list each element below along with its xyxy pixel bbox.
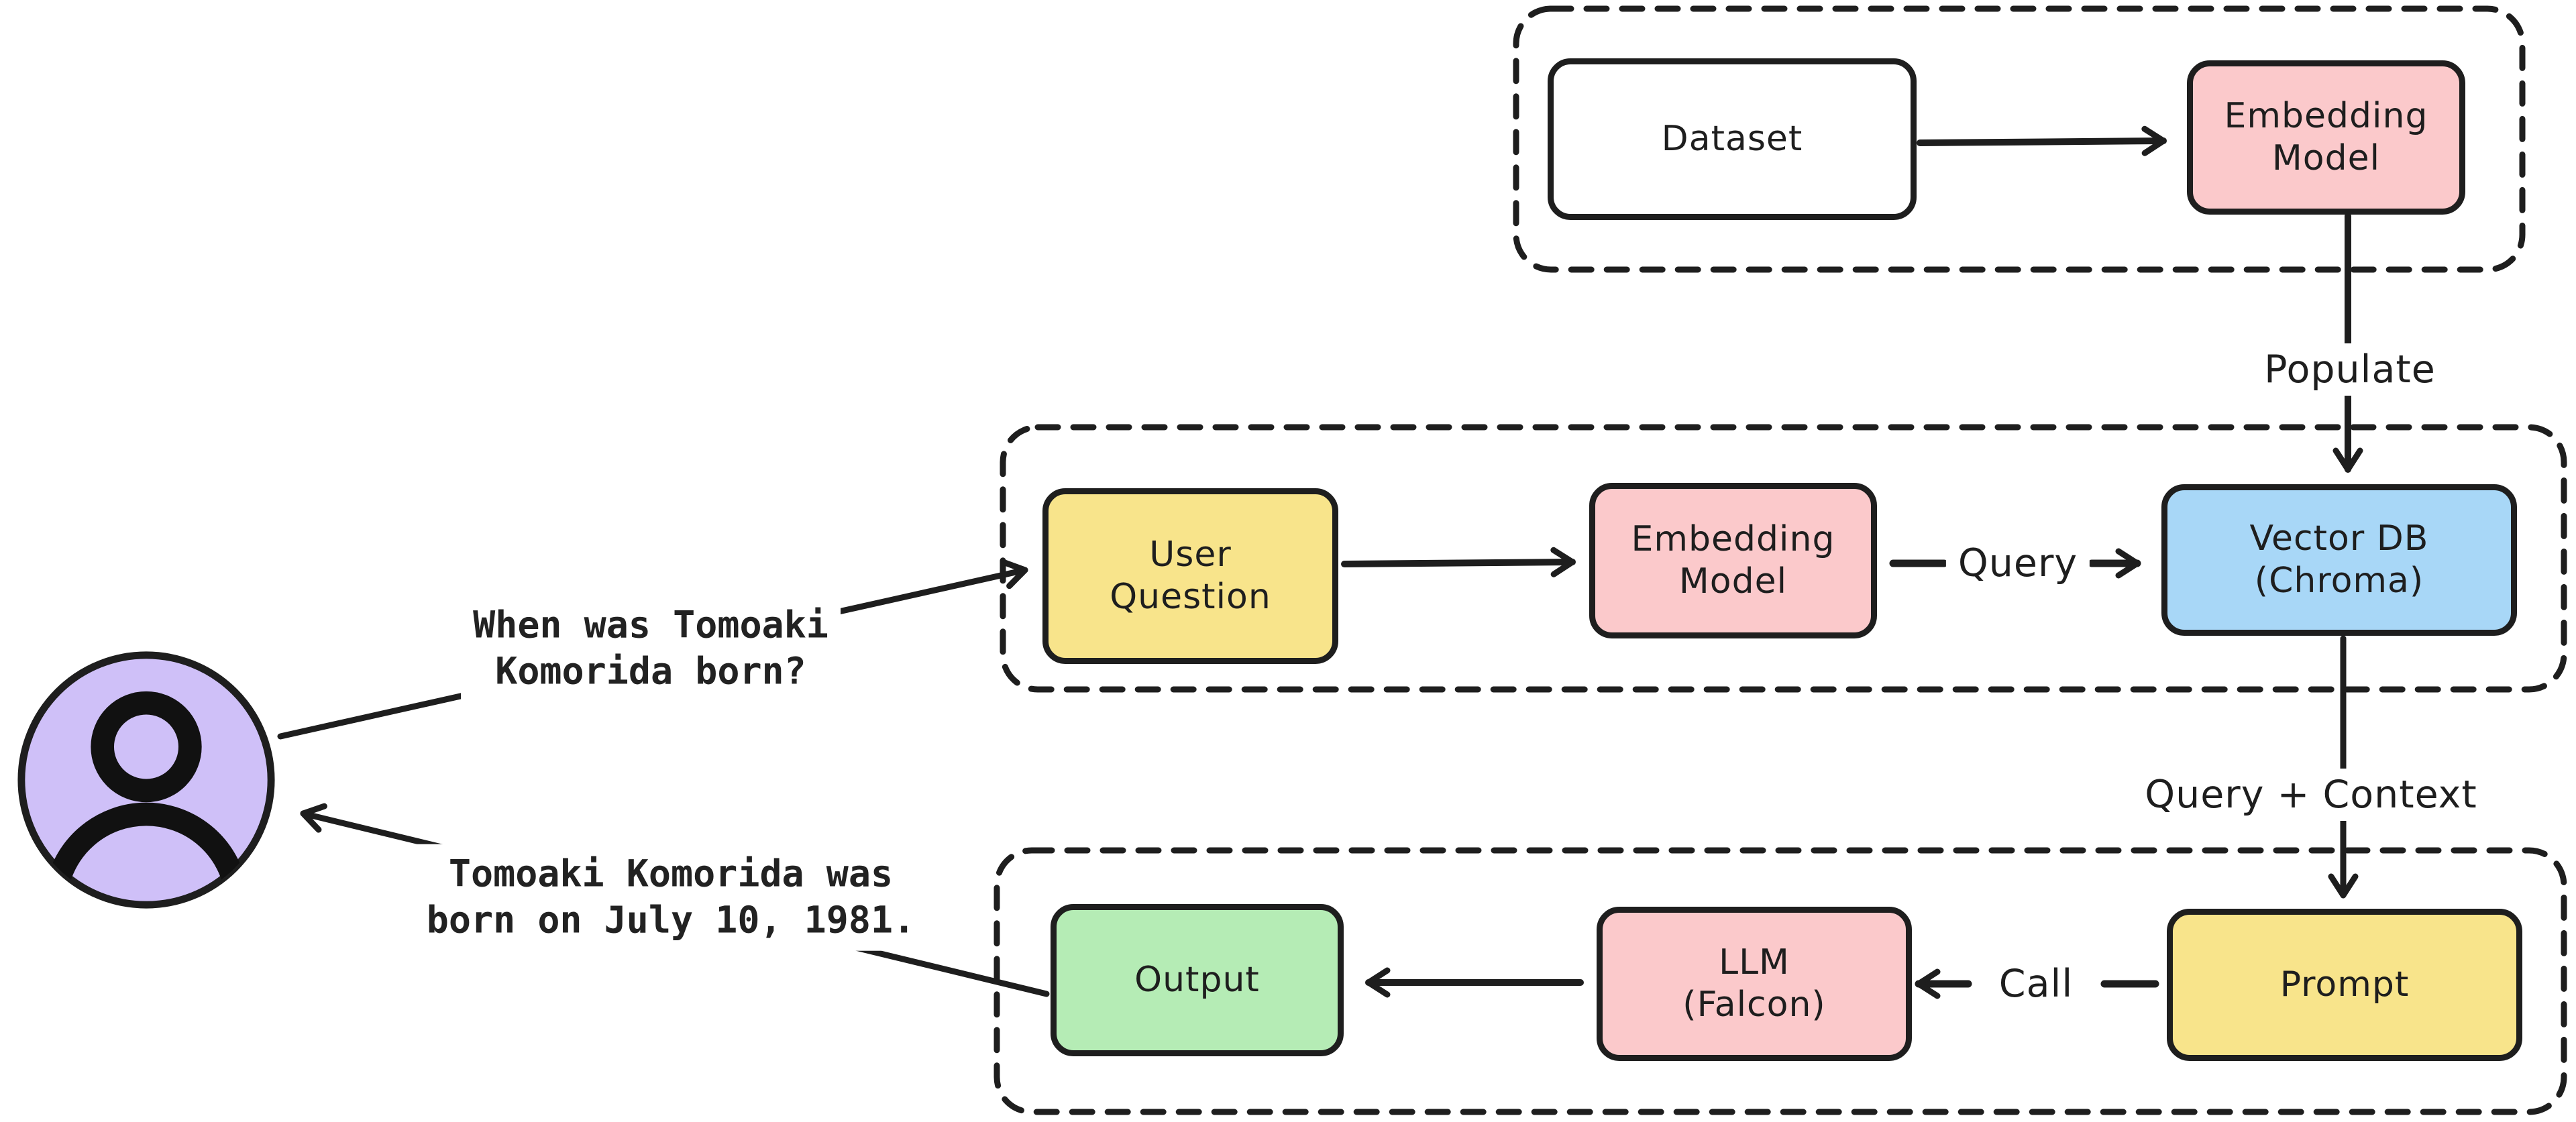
dataset-label: Dataset [1661, 118, 1803, 159]
user-answer-text-line2: born on July 10, 1981. [426, 899, 916, 942]
llm-line1: LLM [1719, 942, 1790, 983]
user-question-text-line1: When was Tomoaki [473, 603, 828, 647]
user-question-line2: Question [1110, 577, 1271, 617]
output-label: Output [1134, 959, 1260, 1000]
arrow-question-to-embedding [1341, 547, 1576, 577]
dataset-node: Dataset [1548, 58, 1917, 220]
embedding-model-retrieval-line2: Model [1678, 561, 1788, 602]
ingestion-group-border [1513, 5, 2526, 273]
embedding-model-retrieval-line1: Embedding [1631, 518, 1835, 559]
query-context-edge-label: Query + Context [2133, 769, 2489, 821]
user-question-text: When was Tomoaki Komorida born? [461, 595, 841, 702]
populate-edge-label: Populate [2252, 343, 2448, 396]
user-question-node: User Question [1042, 488, 1338, 664]
embedding-model-ingest-line2: Model [2271, 138, 2381, 178]
embedding-model-retrieval-node: Embedding Model [1589, 483, 1877, 638]
retrieval-group-border [1000, 424, 2567, 693]
query-edge-label: Query [1945, 537, 2090, 590]
output-node: Output [1051, 904, 1344, 1056]
llm-line2: (Falcon) [1682, 985, 1826, 1025]
user-answer-text: Tomoaki Komorida was born on July 10, 19… [414, 844, 928, 951]
user-question-line1: User [1149, 534, 1232, 575]
prompt-node: Prompt [2167, 909, 2522, 1061]
llm-node: LLM (Falcon) [1597, 907, 1912, 1061]
call-edge-label: Call [1986, 958, 2086, 1010]
arrow-dataset-to-embedding [1917, 125, 2167, 156]
prompt-label: Prompt [2279, 964, 2410, 1005]
embedding-model-ingest-line1: Embedding [2224, 95, 2428, 136]
user-question-text-line2: Komorida born? [495, 650, 806, 693]
user-avatar-icon [13, 647, 279, 913]
vector-db-node: Vector DB (Chroma) [2161, 484, 2517, 636]
vector-db-line1: Vector DB [2249, 518, 2429, 559]
vector-db-line2: (Chroma) [2254, 561, 2424, 601]
user-answer-text-line1: Tomoaki Komorida was [448, 852, 894, 895]
embedding-model-ingest-node: Embedding Model [2187, 60, 2465, 215]
